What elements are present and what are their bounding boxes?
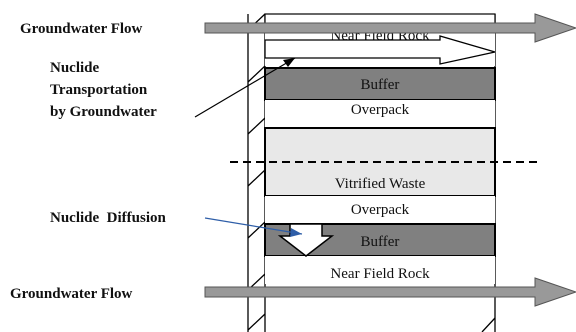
layer-label-vitrified-waste: Vitrified Waste <box>335 176 426 192</box>
nuclide-diffusion-label: Nuclide Diffusion <box>50 210 167 226</box>
layer-overpack-top: Overpack <box>265 100 495 128</box>
transport-leader-arrowhead <box>283 58 295 67</box>
diffusion-leader-line <box>204 217 303 235</box>
rock-hatching <box>247 13 266 332</box>
layer-label-overpack-bottom: Overpack <box>351 202 410 218</box>
groundwater-flow-arrow-bottom <box>204 277 576 307</box>
groundwater-flow-arrow-top <box>204 13 576 43</box>
layer-buffer-top: Buffer <box>264 67 496 101</box>
layer-near-field-rock-bottom: Near Field Rock <box>265 256 495 284</box>
transport-leader-line <box>194 57 296 118</box>
groundwater-flow-label-top: Groundwater Flow <box>20 21 143 37</box>
nuclide-transport-label-line1: Nuclide <box>50 60 100 76</box>
diffusion-leader-arrowhead <box>290 228 302 237</box>
nuclide-transport-label-line3: by Groundwater <box>50 104 157 120</box>
layer-label-near-field-rock-bottom: Near Field Rock <box>330 266 430 282</box>
layer-label-buffer-bottom: Buffer <box>361 234 400 250</box>
layer-label-overpack-top: Overpack <box>351 102 410 118</box>
layer-label-buffer-top: Buffer <box>361 77 400 93</box>
nuclide-transport-label-line2: Transportation <box>50 82 148 98</box>
groundwater-flow-label-bottom: Groundwater Flow <box>10 286 133 302</box>
layer-overpack-bottom: Overpack <box>265 196 495 224</box>
